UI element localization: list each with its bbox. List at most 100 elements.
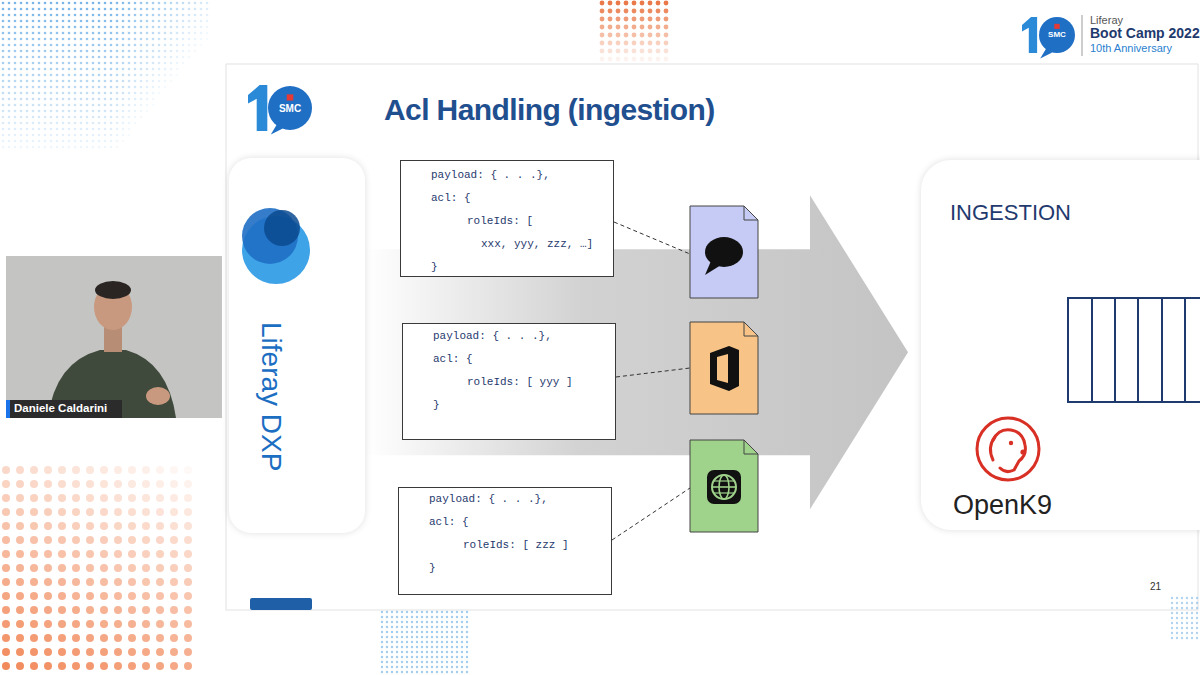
decor-dot bbox=[58, 550, 66, 558]
logo-digit-shape bbox=[248, 85, 267, 131]
decor-dot bbox=[62, 140, 65, 143]
decor-dot bbox=[20, 86, 23, 89]
decor-dot bbox=[38, 2, 41, 5]
decor-dot bbox=[446, 671, 448, 673]
decor-dot bbox=[110, 56, 113, 59]
decor-dot bbox=[110, 2, 113, 5]
decor-dot bbox=[426, 666, 428, 668]
logo-disc bbox=[1039, 17, 1075, 53]
dot-pattern-bottom-center bbox=[381, 611, 468, 673]
decor-dot bbox=[20, 140, 23, 143]
decor-dot bbox=[38, 140, 41, 143]
decor-dot bbox=[74, 50, 77, 53]
decor-dot bbox=[1186, 597, 1188, 599]
decor-dot bbox=[436, 626, 438, 628]
decor-dot bbox=[406, 661, 408, 663]
decor-dot bbox=[128, 662, 136, 670]
decor-dot bbox=[391, 651, 393, 653]
decor-dot bbox=[632, 25, 637, 30]
decor-dot bbox=[116, 56, 119, 59]
decor-dot bbox=[416, 626, 418, 628]
decor-dot bbox=[128, 92, 131, 95]
decor-dot bbox=[68, 32, 71, 35]
decor-dot bbox=[68, 50, 71, 53]
decor-dot bbox=[1196, 612, 1198, 614]
decor-dot bbox=[98, 134, 101, 137]
decor-dot bbox=[2, 134, 5, 137]
decor-dot bbox=[68, 44, 71, 47]
decor-dot bbox=[194, 44, 197, 47]
decor-dot bbox=[92, 50, 95, 53]
decor-dot bbox=[122, 68, 125, 71]
decor-dot bbox=[1196, 627, 1198, 629]
decor-dot bbox=[140, 62, 143, 65]
decor-dot bbox=[421, 611, 423, 613]
code-line: } bbox=[433, 398, 440, 412]
decor-dot bbox=[461, 611, 463, 613]
decor-dot bbox=[92, 122, 95, 125]
decor-dot bbox=[134, 50, 137, 53]
decor-dot bbox=[62, 68, 65, 71]
decor-dot bbox=[128, 44, 131, 47]
decor-dot bbox=[446, 661, 448, 663]
decor-dot bbox=[80, 32, 83, 35]
decor-dot bbox=[421, 666, 423, 668]
decor-dot bbox=[92, 56, 95, 59]
decor-dot bbox=[632, 33, 637, 38]
decor-dot bbox=[182, 44, 185, 47]
decor-dot bbox=[200, 26, 203, 29]
decor-dot bbox=[608, 49, 613, 54]
decor-dot bbox=[461, 651, 463, 653]
decor-dot bbox=[466, 616, 468, 618]
decor-dot bbox=[176, 56, 179, 59]
decor-dot bbox=[38, 98, 41, 101]
decor-dot bbox=[74, 116, 77, 119]
decor-dot bbox=[436, 671, 438, 673]
decor-dot bbox=[8, 2, 11, 5]
decor-dot bbox=[114, 480, 122, 488]
decor-dot bbox=[56, 68, 59, 71]
web-symbol-frame bbox=[707, 470, 741, 504]
decor-dot bbox=[1171, 602, 1173, 604]
decor-dot bbox=[86, 92, 89, 95]
decor-dot bbox=[86, 466, 94, 474]
decor-dot bbox=[142, 620, 150, 628]
decor-dot bbox=[128, 62, 131, 65]
decor-dot bbox=[421, 646, 423, 648]
decor-dot bbox=[608, 1, 613, 6]
decor-dot bbox=[114, 564, 122, 572]
decor-dot bbox=[98, 26, 101, 29]
decor-dot bbox=[80, 14, 83, 17]
decor-dot bbox=[2, 32, 5, 35]
decor-dot bbox=[406, 631, 408, 633]
decor-dot bbox=[16, 634, 24, 642]
decor-dot bbox=[14, 92, 17, 95]
decor-dot bbox=[401, 651, 403, 653]
decor-dot bbox=[26, 26, 29, 29]
decor-dot bbox=[74, 86, 77, 89]
decor-dot bbox=[431, 626, 433, 628]
decor-dot bbox=[110, 146, 113, 149]
decor-dot bbox=[128, 32, 131, 35]
decor-dot bbox=[156, 578, 164, 586]
decor-dot bbox=[74, 74, 77, 77]
decor-dot bbox=[50, 104, 53, 107]
decor-dot bbox=[170, 466, 178, 474]
decor-dot bbox=[1181, 632, 1183, 634]
decor-dot bbox=[140, 104, 143, 107]
decor-dot bbox=[1196, 617, 1198, 619]
decor-dot bbox=[156, 550, 164, 558]
decor-dot bbox=[146, 62, 149, 65]
decor-dot bbox=[56, 20, 59, 23]
decor-dot bbox=[20, 68, 23, 71]
decor-dot bbox=[466, 636, 468, 638]
decor-dot bbox=[640, 57, 645, 62]
decor-dot bbox=[56, 8, 59, 11]
decor-dot bbox=[110, 128, 113, 131]
decor-dot bbox=[431, 661, 433, 663]
decor-dot bbox=[664, 49, 669, 54]
decor-dot bbox=[58, 578, 66, 586]
decor-dot bbox=[461, 641, 463, 643]
decor-dot bbox=[20, 98, 23, 101]
decor-dot bbox=[68, 62, 71, 65]
